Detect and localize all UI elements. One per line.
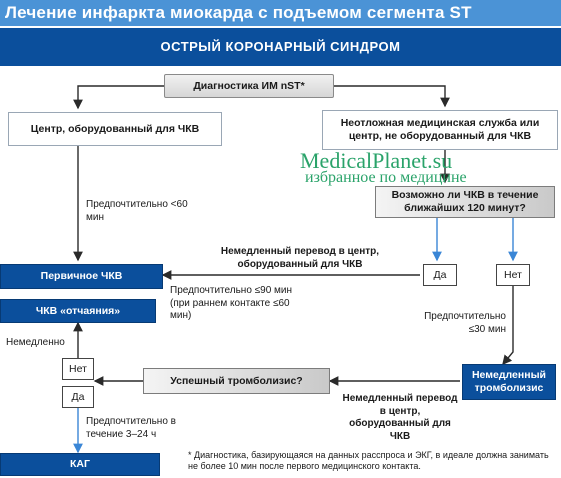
kag-box: КАГ xyxy=(0,453,160,476)
yes-label-2: Да xyxy=(71,390,85,403)
pref-30-note: Предпочтительно ≤30 мин xyxy=(424,311,506,335)
no-box-1: Нет xyxy=(496,264,530,286)
pci-center-label: Центр, оборудованный для ЧКВ xyxy=(30,122,200,135)
pref-3-24-note: Предпочтительно в течение 3–24 ч xyxy=(86,416,176,440)
page-title: Лечение инфаркта миокарда с подъемом сег… xyxy=(0,0,561,26)
no-box-2: Нет xyxy=(62,358,94,380)
immediately-note: Немедленно xyxy=(6,337,65,348)
footnote: * Диагностика, базирующаяся на данных ра… xyxy=(188,450,549,471)
successful-thrombolysis-label: Успешный тромболизис? xyxy=(170,374,303,387)
question-120-box: Возможно ли ЧКВ в течение ближайших 120 … xyxy=(375,186,555,218)
emergency-service-label: Неотложная медицинская служба или центр,… xyxy=(340,117,540,142)
immediate-transfer-note-2: Немедленный перевод в центр, оборудованн… xyxy=(342,393,458,442)
emergency-service-box: Неотложная медицинская служба или центр,… xyxy=(322,110,558,150)
successful-thrombolysis-box: Успешный тромболизис? xyxy=(143,368,330,394)
immediate-thrombolysis-box: Немедленный тромболизис xyxy=(462,364,556,400)
diagnosis-box: Диагностика ИМ nST* xyxy=(164,74,334,98)
rescue-pci-box: ЧКВ «отчаяния» xyxy=(0,299,156,323)
immediate-thrombolysis-label: Немедленный тромболизис xyxy=(471,369,547,394)
yes-box-2: Да xyxy=(62,386,94,408)
watermark-site: MedicalPlanet.su xyxy=(300,148,453,173)
pref-90-note: Предпочтительно ≤90 мин (при раннем конт… xyxy=(170,285,293,321)
pci-center-box: Центр, оборудованный для ЧКВ xyxy=(8,112,222,146)
arrow-diag-to-pci-center xyxy=(73,85,164,110)
no-label-1: Нет xyxy=(504,268,522,281)
acs-header: ОСТРЫЙ КОРОНАРНЫЙ СИНДРОМ xyxy=(0,28,561,66)
primary-pci-box: Первичное ЧКВ xyxy=(0,264,163,289)
arrow-no-to-thrombolysis xyxy=(502,286,514,366)
pref-60-note: Предпочтительно <60 мин xyxy=(86,199,188,223)
yes-label-1: Да xyxy=(433,268,447,281)
rescue-pci-label: ЧКВ «отчаяния» xyxy=(35,304,121,317)
primary-pci-label: Первичное ЧКВ xyxy=(40,270,123,282)
kag-label: КАГ xyxy=(70,458,90,470)
watermark-tagline: избранное по медицине xyxy=(305,169,467,186)
diagnosis-label: Диагностика ИМ nST* xyxy=(193,79,305,92)
no-label-2: Нет xyxy=(69,362,87,375)
immediate-transfer-note: Немедленный перевод в центр, оборудованн… xyxy=(220,246,380,270)
arrow-diag-to-emergency xyxy=(334,85,450,108)
yes-box-1: Да xyxy=(423,264,457,286)
question-120-label: Возможно ли ЧКВ в течение ближайших 120 … xyxy=(391,189,539,214)
